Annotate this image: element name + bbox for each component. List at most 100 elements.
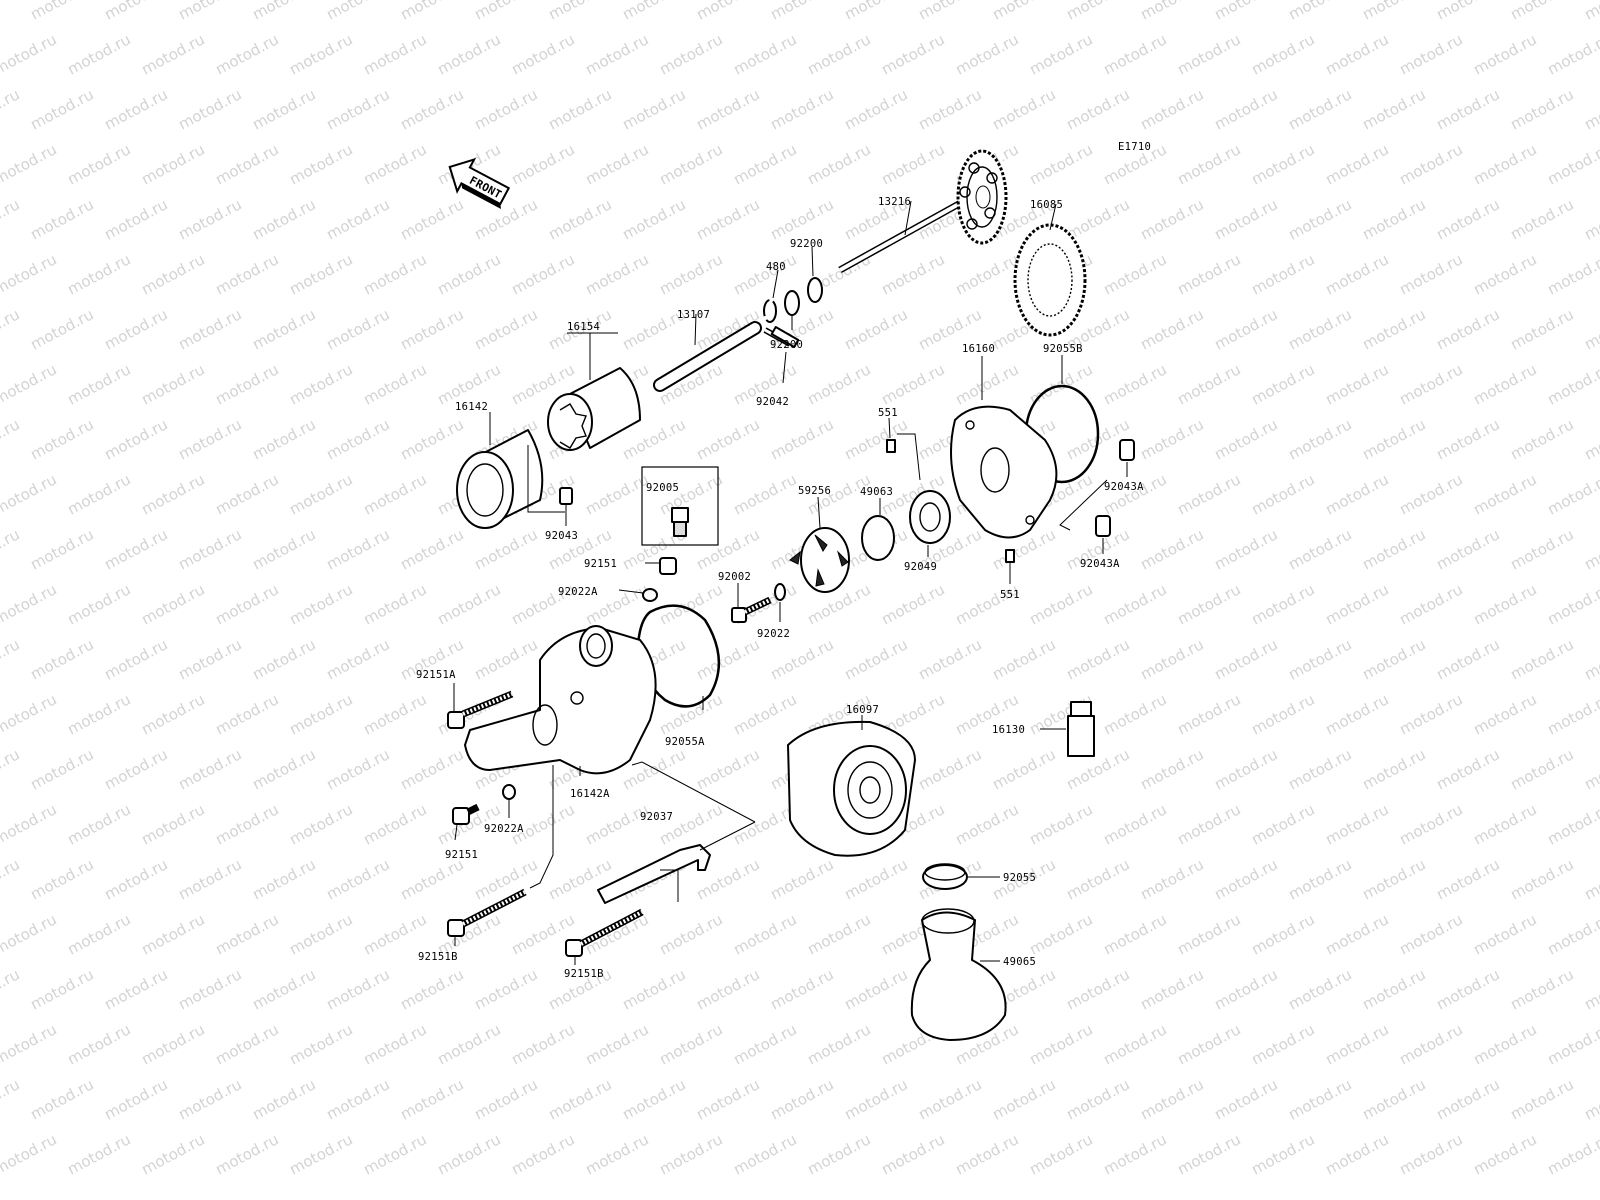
watermark-text: motod.ru	[101, 0, 170, 24]
watermark-text: motod.ru	[1470, 360, 1539, 408]
watermark-text: motod.ru	[1137, 0, 1206, 24]
watermark-text: motod.ru	[286, 360, 355, 408]
watermark-text: motod.ru	[64, 360, 133, 408]
watermark-text: motod.ru	[471, 855, 540, 903]
watermark-text: motod.ru	[397, 195, 466, 243]
watermark-text: motod.ru	[0, 470, 60, 518]
watermark-text: motod.ru	[0, 0, 23, 24]
watermark-text: motod.ru	[286, 470, 355, 518]
watermark-text: motod.ru	[1026, 800, 1095, 848]
watermark-text: motod.ru	[138, 1020, 207, 1068]
watermark-text: motod.ru	[286, 1020, 355, 1068]
watermark-text: motod.ru	[1211, 965, 1280, 1013]
watermark-text: motod.ru	[1544, 1020, 1600, 1068]
watermark-text: motod.ru	[1137, 415, 1206, 463]
watermark-text: motod.ru	[397, 1075, 466, 1123]
part-16130-fitting	[1067, 701, 1095, 757]
watermark-text: motod.ru	[804, 360, 873, 408]
watermark-text: motod.ru	[27, 635, 96, 683]
watermark-text: motod.ru	[1470, 580, 1539, 628]
watermark-text: motod.ru	[1100, 1130, 1169, 1178]
watermark-text: motod.ru	[1322, 140, 1391, 188]
watermark-text: motod.ru	[1026, 910, 1095, 958]
watermark-text: motod.ru	[1581, 415, 1600, 463]
watermark-text: motod.ru	[1581, 965, 1600, 1013]
watermark-text: motod.ru	[138, 690, 207, 738]
watermark-text: motod.ru	[1174, 910, 1243, 958]
part-92151-plug	[659, 557, 677, 575]
watermark-text: motod.ru	[1544, 30, 1600, 78]
watermark-text: motod.ru	[545, 85, 614, 133]
watermark-text: motod.ru	[1470, 470, 1539, 518]
watermark-text: motod.ru	[1100, 470, 1169, 518]
watermark-text: motod.ru	[1581, 525, 1600, 573]
watermark-text: motod.ru	[1359, 195, 1428, 243]
watermark-text: motod.ru	[804, 140, 873, 188]
watermark-text: motod.ru	[175, 745, 244, 793]
watermark-text: motod.ru	[1359, 85, 1428, 133]
watermark-text: motod.ru	[656, 250, 725, 298]
watermark-text: motod.ru	[101, 305, 170, 353]
part-label-49063: 49063	[860, 486, 893, 498]
watermark-text: motod.ru	[582, 800, 651, 848]
watermark-text: motod.ru	[1063, 85, 1132, 133]
watermark-text: motod.ru	[1581, 0, 1600, 24]
watermark-text: motod.ru	[1359, 855, 1428, 903]
watermark-text: motod.ru	[1285, 965, 1354, 1013]
watermark-text: motod.ru	[0, 745, 23, 793]
watermark-text: motod.ru	[1211, 855, 1280, 903]
watermark-text: motod.ru	[693, 1075, 762, 1123]
watermark-text: motod.ru	[1248, 30, 1317, 78]
watermark-text: motod.ru	[64, 470, 133, 518]
watermark-text: motod.ru	[434, 250, 503, 298]
watermark-text: motod.ru	[27, 305, 96, 353]
part-label-49065: 49065	[1003, 956, 1036, 968]
part-label-16085: 16085	[1030, 199, 1063, 211]
watermark-text: motod.ru	[1285, 635, 1354, 683]
watermark-text: motod.ru	[656, 30, 725, 78]
watermark-text: motod.ru	[1322, 360, 1391, 408]
watermark-text: motod.ru	[212, 30, 281, 78]
part-label-92055A: 92055A	[665, 736, 705, 748]
watermark-text: motod.ru	[1248, 140, 1317, 188]
part-label-92151B-a: 92151B	[418, 951, 458, 963]
watermark-text: motod.ru	[212, 470, 281, 518]
part-label-92022A-b: 92022A	[484, 823, 524, 835]
watermark-text: motod.ru	[693, 525, 762, 573]
watermark-text: motod.ru	[1470, 1130, 1539, 1178]
watermark-text: motod.ru	[1174, 580, 1243, 628]
watermark-text: motod.ru	[841, 855, 910, 903]
part-label-92151b: 92151	[445, 849, 478, 861]
watermark-text: motod.ru	[1396, 690, 1465, 738]
watermark-text: motod.ru	[212, 1020, 281, 1068]
watermark-text: motod.ru	[1359, 305, 1428, 353]
watermark-text: motod.ru	[1581, 745, 1600, 793]
watermark-text: motod.ru	[989, 635, 1058, 683]
watermark-text: motod.ru	[138, 910, 207, 958]
watermark-text: motod.ru	[27, 745, 96, 793]
watermark-text: motod.ru	[1137, 635, 1206, 683]
watermark-text: motod.ru	[175, 195, 244, 243]
watermark-text: motod.ru	[1137, 745, 1206, 793]
watermark-text: motod.ru	[1285, 305, 1354, 353]
watermark-text: motod.ru	[0, 525, 23, 573]
watermark-text: motod.ru	[64, 910, 133, 958]
watermark-text: motod.ru	[804, 1020, 873, 1068]
watermark-text: motod.ru	[0, 250, 60, 298]
watermark-text: motod.ru	[286, 250, 355, 298]
part-92022-washer	[774, 583, 786, 601]
part-rotors	[456, 367, 641, 529]
part-washers-circlip	[763, 277, 823, 323]
watermark-text: motod.ru	[1544, 910, 1600, 958]
watermark-text: motod.ru	[286, 690, 355, 738]
watermark-text: motod.ru	[878, 360, 947, 408]
watermark-text: motod.ru	[1396, 140, 1465, 188]
watermark-text: motod.ru	[582, 1130, 651, 1178]
watermark-text: motod.ru	[323, 965, 392, 1013]
watermark-text: motod.ru	[1507, 1075, 1576, 1123]
watermark-text: motod.ru	[101, 1075, 170, 1123]
watermark-text: motod.ru	[1544, 800, 1600, 848]
watermark-text: motod.ru	[1507, 635, 1576, 683]
part-92037-clamp	[597, 844, 711, 904]
watermark-text: motod.ru	[1470, 30, 1539, 78]
